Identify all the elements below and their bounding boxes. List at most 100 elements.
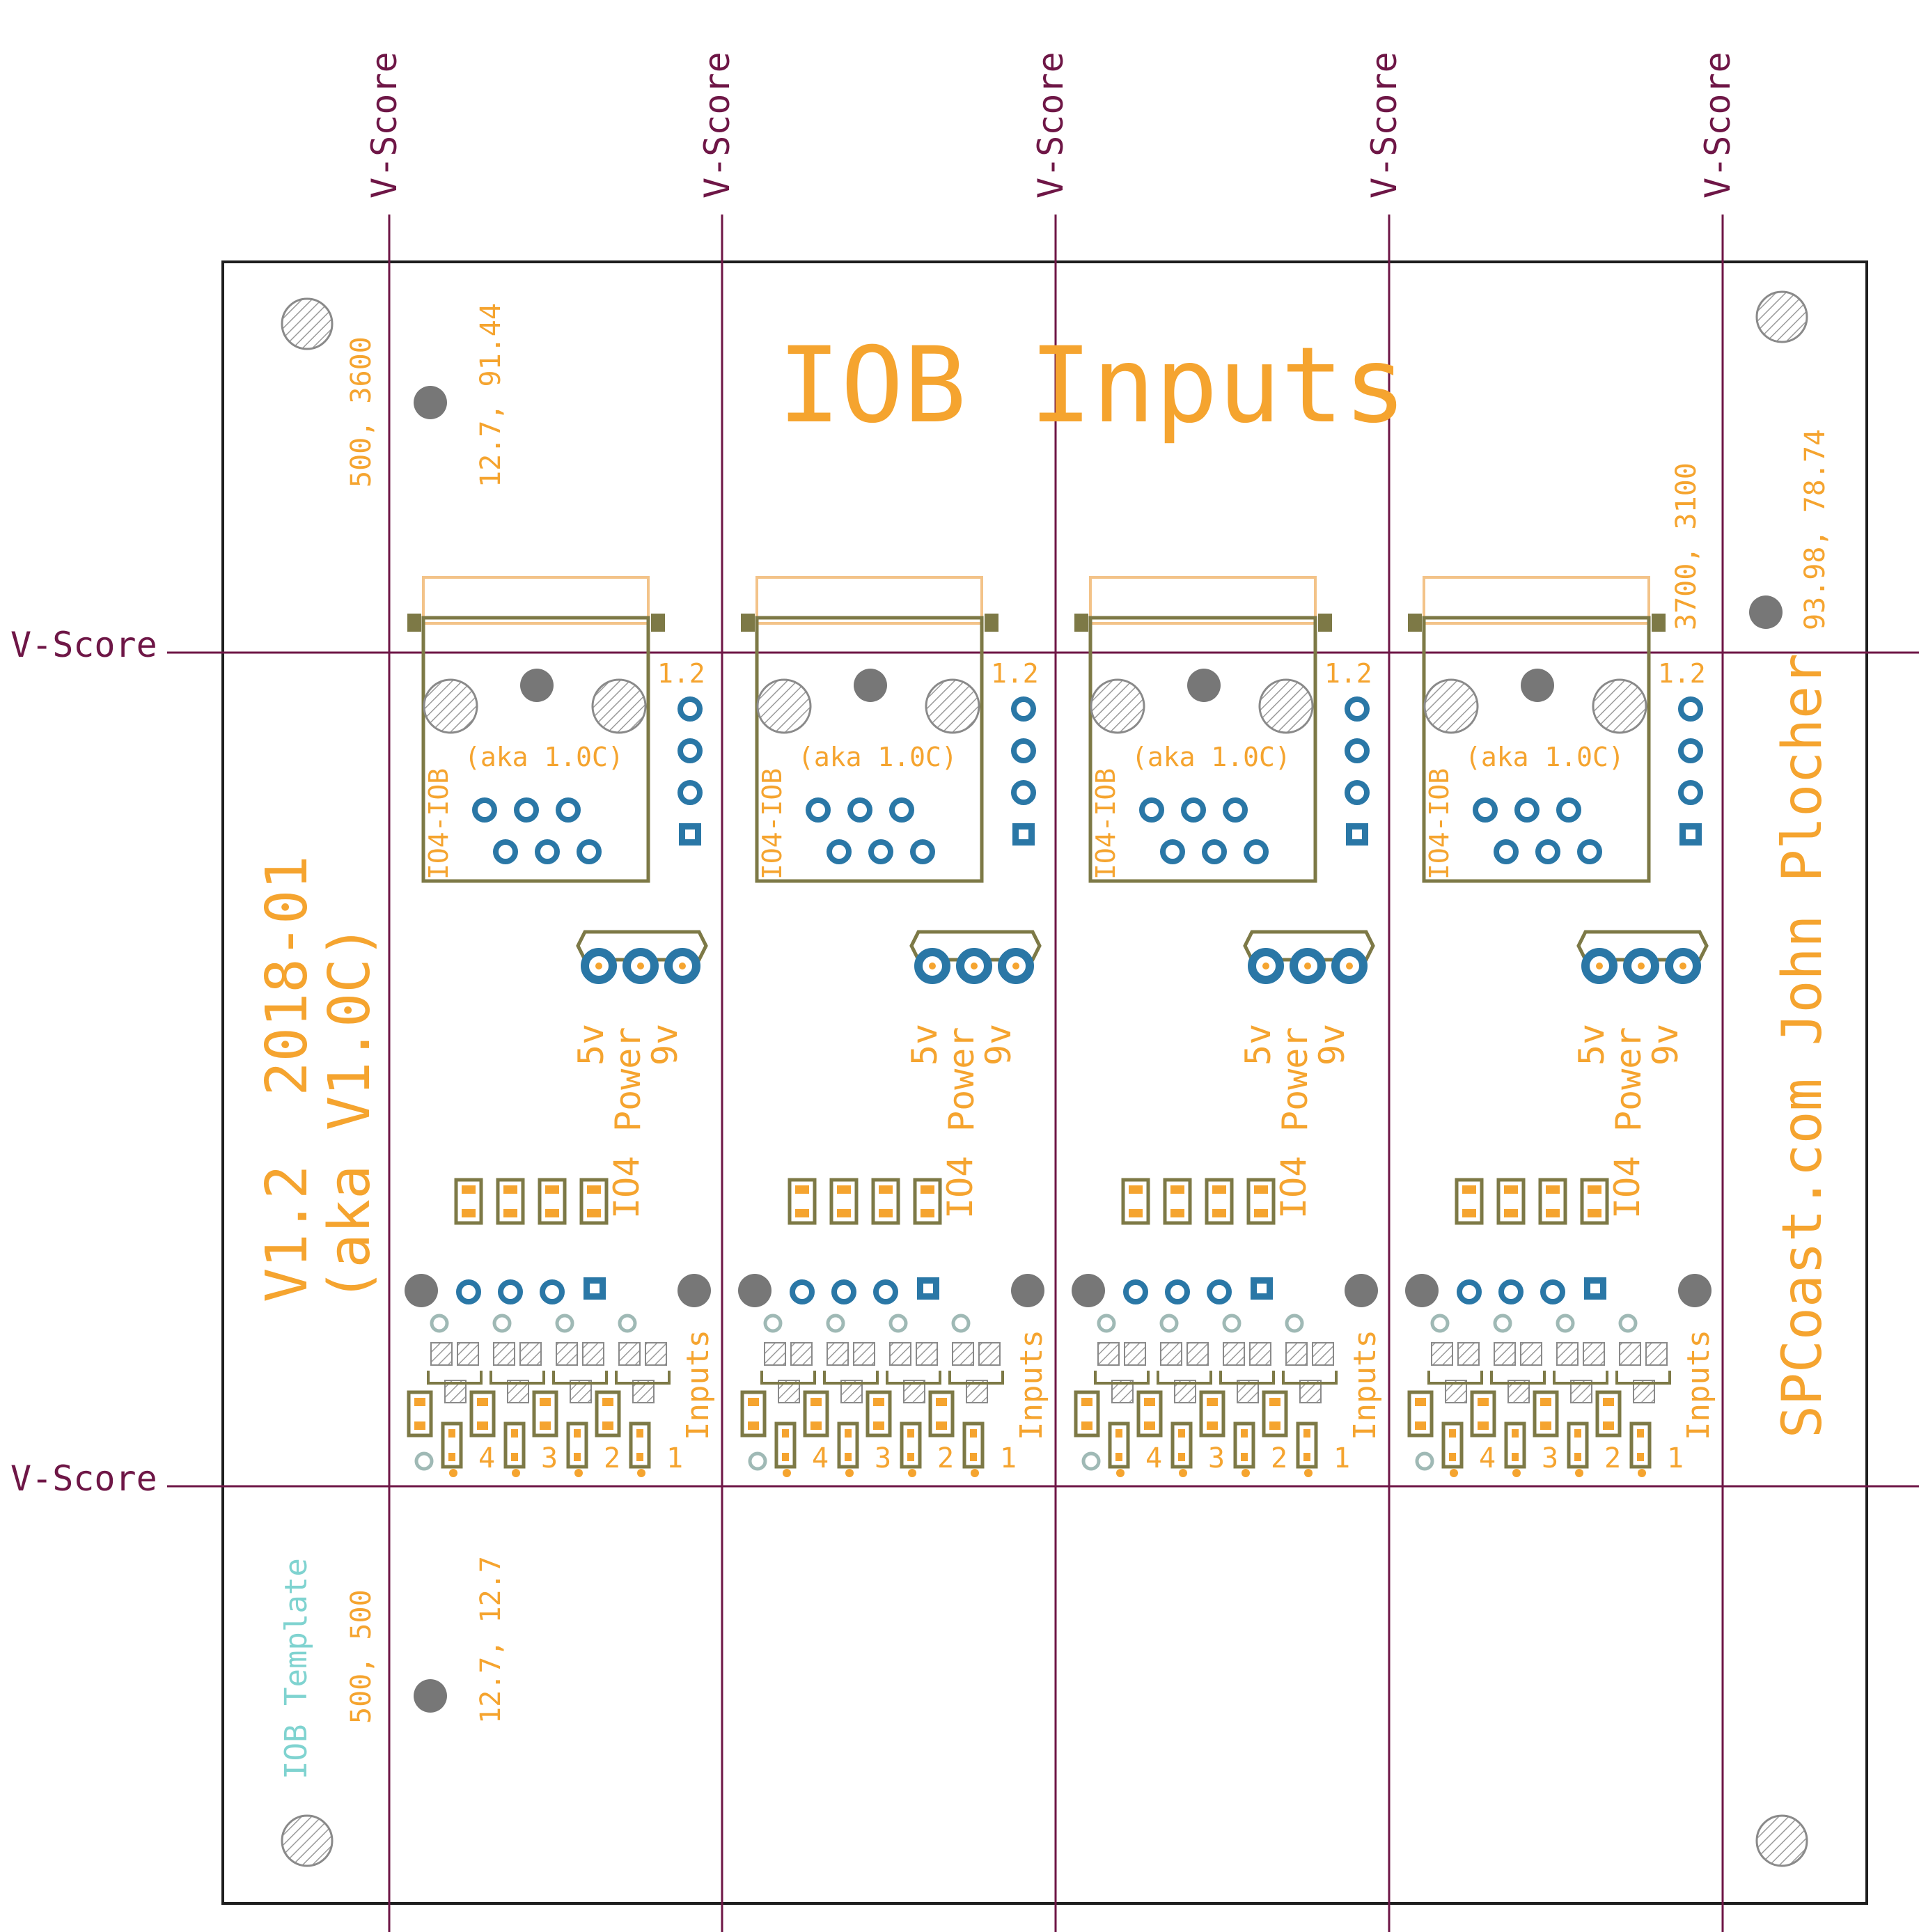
round-pad <box>1678 696 1703 722</box>
round-pad <box>1011 780 1036 805</box>
smd-pad <box>1449 1429 1456 1438</box>
smd-pad <box>1462 1209 1476 1217</box>
round-pad <box>1494 839 1519 864</box>
pad-bracket <box>1490 1371 1546 1385</box>
power-jumper-pin-center <box>929 963 936 969</box>
pad-bracket <box>823 1371 879 1385</box>
via <box>414 1451 434 1471</box>
hatched-pad <box>1583 1342 1605 1366</box>
smd-outline <box>503 1421 526 1469</box>
round-pad <box>1223 797 1248 823</box>
round-pad <box>1139 797 1164 823</box>
round-pad <box>790 1279 815 1304</box>
smd-pad <box>1574 1453 1581 1461</box>
connector-silk-outline <box>1089 576 1317 625</box>
smd-pad <box>1415 1421 1426 1430</box>
connector-body <box>1422 616 1651 883</box>
hatched-pad <box>952 1342 974 1366</box>
round-pad <box>1181 797 1206 823</box>
smd-outline <box>1567 1421 1589 1469</box>
smd-pad <box>1303 1429 1310 1438</box>
vscore-label: V-Score <box>1698 52 1738 198</box>
power-jumper-pin-center <box>971 963 978 969</box>
square-pad-hole <box>1686 829 1695 839</box>
smd-pad <box>1129 1185 1143 1194</box>
hatched-pad <box>493 1342 515 1366</box>
square-pad-hole <box>1257 1284 1267 1293</box>
aka-label: (aka 1.0C) <box>1131 742 1291 772</box>
smd-pad <box>921 1185 934 1194</box>
hatched-pad <box>1556 1342 1579 1366</box>
hatched-pad <box>457 1342 479 1366</box>
smd-pad <box>545 1185 559 1194</box>
led-marker <box>971 1469 979 1477</box>
smd-pad <box>1115 1429 1122 1438</box>
smd-pad <box>1081 1421 1092 1430</box>
smd-outline <box>1595 1390 1622 1438</box>
power-label: Power <box>608 1027 648 1132</box>
smd-pad <box>936 1398 947 1406</box>
smd-pad <box>1269 1398 1280 1406</box>
connector-key-hole <box>854 669 887 702</box>
smd-outline <box>454 1178 483 1225</box>
io4-label: IO4 <box>606 1156 647 1219</box>
author-credit: SPCoast.com John Plocher <box>1771 653 1834 1438</box>
hatched-pad <box>582 1342 604 1366</box>
smd-pad <box>907 1429 914 1438</box>
hatched-pad <box>827 1342 849 1366</box>
led-marker <box>1304 1469 1313 1477</box>
connector-tab <box>1652 614 1666 632</box>
corner-hole <box>281 1814 334 1867</box>
connector-tab <box>651 614 665 632</box>
smd-outline <box>1170 1421 1193 1469</box>
connector-key-hole <box>1187 669 1221 702</box>
power-jumper-pin-center <box>1262 963 1269 969</box>
hatched-pad <box>978 1342 1001 1366</box>
led-marker <box>1638 1469 1646 1477</box>
hatched-pad <box>1645 1342 1668 1366</box>
board-title: IOB Inputs <box>778 325 1407 446</box>
round-pad <box>1678 780 1703 805</box>
smd-pad <box>1254 1185 1268 1194</box>
round-pad <box>677 696 703 722</box>
smd-outline <box>1629 1421 1652 1469</box>
connector-hole <box>925 678 980 734</box>
hatched-pad <box>1186 1342 1209 1366</box>
input-number-label: 3 <box>1208 1442 1225 1474</box>
aka-label: (aka 1.0C) <box>798 742 957 772</box>
smd-pad <box>448 1429 455 1438</box>
round-pad <box>827 839 852 864</box>
smd-pad <box>414 1398 425 1406</box>
round-pad <box>1498 1279 1524 1304</box>
round-pad <box>1457 1279 1482 1304</box>
smd-pad <box>602 1421 613 1430</box>
led-marker <box>1512 1469 1521 1477</box>
mounting-hole <box>1011 1274 1044 1307</box>
round-pad <box>1577 839 1602 864</box>
connector-body <box>421 616 650 883</box>
pad-bracket <box>1427 1371 1483 1385</box>
via <box>748 1451 767 1471</box>
smd-pad <box>936 1421 947 1430</box>
smd-pad <box>1144 1398 1155 1406</box>
smd-outline <box>1246 1178 1276 1225</box>
smd-pad <box>1207 1398 1218 1406</box>
smd-pad <box>748 1398 759 1406</box>
mounting-hole <box>1345 1274 1378 1307</box>
round-pad <box>831 1279 856 1304</box>
via <box>1097 1314 1116 1333</box>
connector-tab <box>1074 614 1088 632</box>
smd-pad <box>587 1185 601 1194</box>
smd-pad <box>477 1398 488 1406</box>
smd-pad <box>1269 1421 1280 1430</box>
smd-pad <box>1415 1398 1426 1406</box>
smd-outline <box>1441 1421 1464 1469</box>
via <box>1618 1314 1638 1333</box>
round-pad <box>677 780 703 805</box>
smd-outline <box>774 1421 797 1469</box>
square-pad-hole <box>685 829 695 839</box>
smd-outline <box>1233 1421 1255 1469</box>
power-5v-label: 5v <box>904 1024 945 1066</box>
mounting-hole <box>677 1274 711 1307</box>
